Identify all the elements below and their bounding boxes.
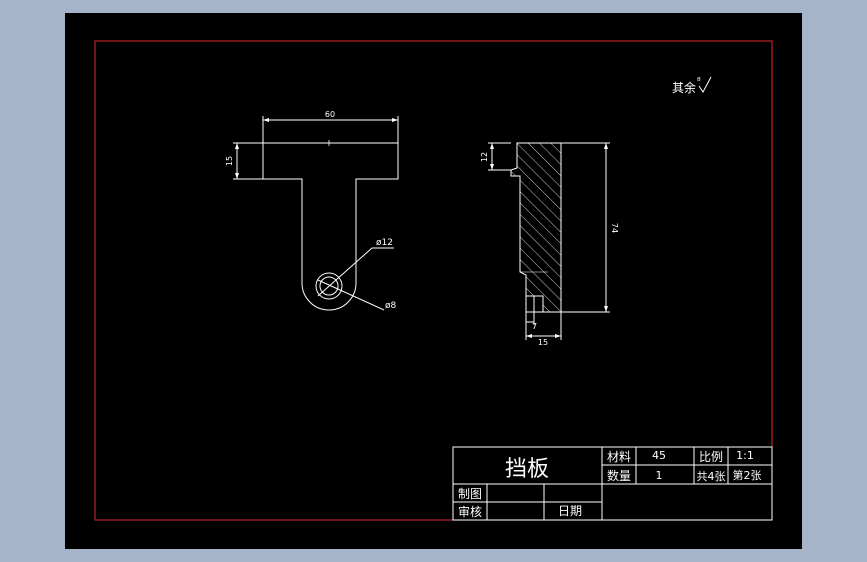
front-view-outline: [262, 142, 399, 311]
total-sheets: 共4张: [697, 470, 726, 483]
side-view: [488, 142, 610, 340]
roughness-symbol-icon: [698, 76, 712, 93]
front-dim-inner-dia: ø8: [385, 301, 397, 311]
side-dim-height: 74: [610, 223, 619, 233]
side-dim-top: 12: [480, 152, 489, 162]
drawing-sheet: [65, 13, 802, 549]
material-label: 材料: [607, 450, 631, 464]
side-dim-width: 15: [538, 338, 548, 347]
scale-value: 1:1: [736, 449, 754, 462]
front-view: [233, 116, 399, 311]
checked-by-label: 审核: [458, 504, 482, 519]
front-dim-width: 60: [325, 110, 335, 119]
drawing-frame: [94, 40, 773, 521]
material-value: 45: [652, 449, 666, 462]
quantity-label: 数量: [607, 468, 631, 483]
drawn-by-label: 制图: [458, 487, 482, 501]
inner-hole: [319, 276, 339, 296]
surface-note-value: ⁸: [697, 77, 701, 87]
front-dim-outer-dia: ø12: [376, 238, 393, 248]
quantity-value: 1: [656, 469, 663, 482]
front-dim-height: 15: [225, 156, 234, 166]
side-dim-bottom-step: 7: [532, 322, 537, 331]
surface-roughness-note: 其余 ⁸: [672, 76, 712, 95]
surface-note-text: 其余: [672, 80, 696, 95]
scale-label: 比例: [699, 450, 723, 464]
part-name: 挡板: [505, 457, 549, 482]
outer-hole: [315, 272, 343, 300]
date-label: 日期: [558, 504, 582, 518]
sheet-number: 第2张: [733, 468, 762, 482]
title-block: [452, 446, 773, 521]
